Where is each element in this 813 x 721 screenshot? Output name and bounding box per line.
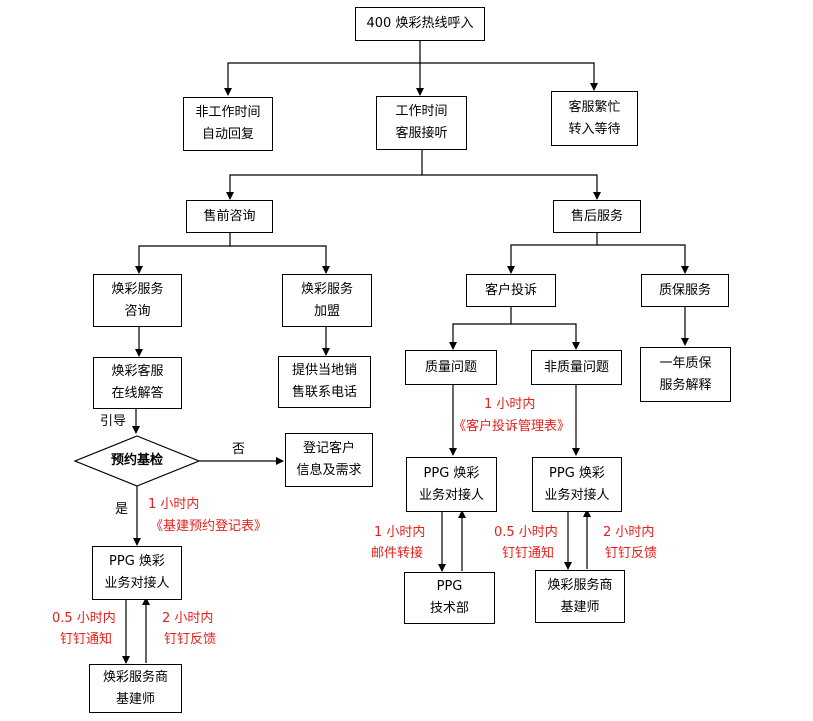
feedback-left-label: 钉钉反馈 — [164, 632, 217, 647]
work-hours-box: 工作时间 客服接听 — [376, 96, 467, 150]
engineer-left-box: 焕彩服务商 基建师 — [89, 664, 182, 713]
hotline-box: 400 焕彩热线呼入 — [355, 7, 485, 41]
online-line2: 在线解答 — [111, 386, 164, 401]
consult-box: 焕彩服务 咨询 — [93, 274, 182, 327]
online-line1: 焕彩客服 — [111, 364, 164, 379]
guide-label: 引导 — [100, 414, 127, 429]
register-line2: 信息及需求 — [296, 463, 362, 478]
franchise-box: 焕彩服务 加盟 — [282, 274, 372, 327]
feedback-right-label: 钉钉反馈 — [605, 546, 658, 561]
busy-line2: 转入等待 — [568, 121, 621, 137]
ppg-left-box: PPG 焕彩 业务对接人 — [92, 546, 182, 600]
work-hours-line2: 客服接听 — [395, 126, 448, 141]
franchise-line1: 焕彩服务 — [300, 281, 353, 297]
notify-time-left-label: 0.5 小时内 — [52, 611, 116, 626]
nonquality-box: 非质量问题 — [531, 350, 622, 385]
notify-time-right-label: 0.5 小时内 — [494, 525, 558, 540]
tech-line1: PPG — [436, 579, 463, 594]
engineer-right-line1: 焕彩服务商 — [547, 577, 613, 593]
register-line1: 登记客户 — [302, 441, 355, 456]
sales-contact-box: 提供当地销 售联系电话 — [278, 356, 371, 408]
precheck-time-label: 1 小时内 — [148, 497, 200, 512]
feedback-time-right-label: 2 小时内 — [603, 525, 655, 540]
presale-label: 售前咨询 — [203, 208, 256, 224]
consult-line2: 咨询 — [124, 303, 151, 319]
engineer-right-line2: 基建师 — [560, 599, 600, 615]
no-label: 否 — [232, 442, 246, 457]
precheck-label: 预约基检 — [110, 453, 163, 468]
engineer-left-line1: 焕彩服务商 — [102, 669, 168, 685]
off-hours-box: 非工作时间 自动回复 — [183, 97, 273, 151]
warranty-box: 质保服务 — [641, 274, 729, 307]
register-box: 登记客户 信息及需求 — [285, 433, 373, 487]
warranty-label: 质保服务 — [658, 282, 711, 298]
aftersale-box: 售后服务 — [553, 200, 641, 233]
ppg-right-line2: 业务对接人 — [544, 487, 610, 503]
tech-line2: 技术部 — [429, 601, 469, 616]
ppg-right-line1: PPG 焕彩 — [549, 465, 605, 481]
complaint-time-label: 1 小时内 — [484, 397, 536, 412]
complaint-label: 客户投诉 — [484, 282, 537, 298]
precheck-form-label: 《基建预约登记表》 — [150, 519, 268, 534]
warranty-explain-line1: 一年质保 — [659, 355, 712, 371]
complaint-form-label: 《客户投诉管理表》 — [453, 419, 571, 434]
hotline-label: 400 焕彩热线呼入 — [366, 16, 474, 31]
tech-box: PPG 技术部 — [404, 572, 495, 624]
busy-line1: 客服繁忙 — [568, 99, 621, 115]
sales-contact-line1: 提供当地销 — [291, 363, 357, 378]
nonquality-label: 非质量问题 — [543, 359, 609, 375]
notify-right-label: 钉钉通知 — [502, 546, 555, 561]
online-box: 焕彩客服 在线解答 — [93, 357, 182, 409]
off-hours-line1: 非工作时间 — [195, 105, 261, 120]
warranty-explain-line2: 服务解释 — [659, 377, 712, 393]
busy-box: 客服繁忙 转入等待 — [551, 91, 638, 146]
ppg-left-line2: 业务对接人 — [104, 576, 170, 591]
yes-label: 是 — [115, 502, 129, 517]
quality-label: 质量问题 — [424, 359, 477, 375]
franchise-line2: 加盟 — [313, 303, 340, 319]
sales-contact-line2: 售联系电话 — [291, 385, 357, 400]
consult-line1: 焕彩服务 — [111, 281, 164, 297]
ppg-mid-box: PPG 焕彩 业务对接人 — [406, 457, 497, 512]
warranty-explain-box: 一年质保 服务解释 — [640, 347, 731, 402]
work-hours-line1: 工作时间 — [395, 104, 448, 119]
ppg-mid-line1: PPG 焕彩 — [423, 465, 480, 481]
quality-box: 质量问题 — [405, 350, 497, 385]
mail-forward-label: 邮件转接 — [371, 546, 424, 561]
aftersale-label: 售后服务 — [570, 208, 623, 224]
presale-box: 售前咨询 — [186, 200, 273, 233]
ppg-right-box: PPG 焕彩 业务对接人 — [532, 457, 622, 512]
mail-time-label: 1 小时内 — [374, 525, 426, 540]
feedback-time-left-label: 2 小时内 — [162, 611, 214, 626]
complaint-box: 客户投诉 — [466, 274, 556, 307]
ppg-left-line1: PPG 焕彩 — [109, 554, 165, 569]
ppg-mid-line2: 业务对接人 — [418, 487, 484, 503]
notify-left-label: 钉钉通知 — [60, 632, 113, 647]
engineer-right-box: 焕彩服务商 基建师 — [535, 570, 625, 623]
off-hours-line2: 自动回复 — [201, 127, 254, 142]
engineer-left-line2: 基建师 — [115, 691, 155, 707]
